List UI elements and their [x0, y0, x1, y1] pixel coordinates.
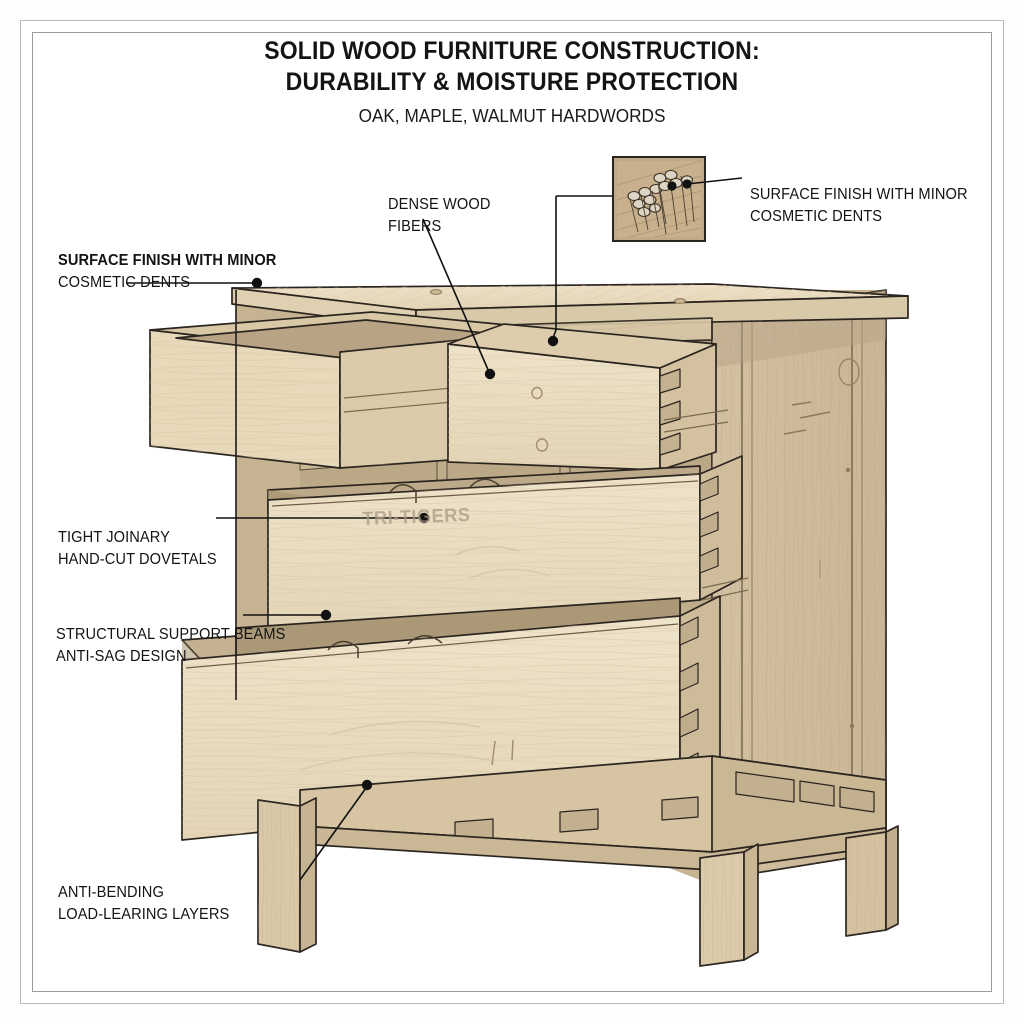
callout-structural-support: STRUCTURAL SUPPORT BEAMS ANTI-SAG DESIGN: [56, 602, 285, 690]
drawer-watermark-text: TRI-TIGERS: [362, 504, 471, 530]
callout-structural-support-line1: STRUCTURAL SUPPORT BEAMS: [56, 626, 286, 643]
callout-anti-bending-line2: LOAD-LEARING LAYERS: [58, 906, 230, 923]
subtitle: OAK, MAPLE, WALMUT HARDWORDS: [358, 105, 666, 126]
callout-tight-joinery: TIGHT JOINARY HAND-CUT DOVETALS: [58, 505, 217, 593]
title-line-1: SOLID WOOD FURNITURE CONSTRUCTION:: [264, 37, 760, 65]
callout-anti-bending: ANTI-BENDING LOAD-LEARING LAYERS: [58, 860, 229, 948]
callout-tight-joinery-line2: HAND-CUT DOVETALS: [58, 551, 217, 568]
callout-surface-finish-left-line1: SURFACE FINISH WITH MINOR: [58, 252, 277, 269]
callout-surface-finish-left: SURFACE FINISH WITH MINOR COSMETIC DENTS: [58, 228, 276, 316]
callout-dense-wood-fibers: DENSE WOOD FIBERS: [388, 172, 490, 260]
callout-surface-finish-left-line2: COSMETIC DENTS: [58, 274, 191, 291]
callout-surface-finish-right-line1: SURFACE FINISH WITH MINOR: [750, 186, 968, 203]
title-line-2: DURABILITY & MOISTURE PROTECTION: [285, 68, 739, 96]
title-block: SOLID WOOD FURNITURE CONSTRUCTION: DURAB…: [0, 36, 1024, 129]
callout-dense-wood-fibers-line1: DENSE WOOD: [388, 196, 491, 213]
callout-anti-bending-line1: ANTI-BENDING: [58, 884, 164, 901]
callout-tight-joinery-line1: TIGHT JOINARY: [58, 529, 170, 546]
wood-fiber-inset: [612, 156, 706, 242]
callout-structural-support-line2: ANTI-SAG DESIGN: [56, 648, 187, 665]
leader-lines: [126, 177, 743, 881]
callout-surface-finish-right: SURFACE FINISH WITH MINOR COSMETIC DENTS: [750, 162, 968, 250]
callout-surface-finish-right-line2: COSMETIC DENTS: [750, 208, 883, 225]
callout-dense-wood-fibers-line2: FIBERS: [388, 218, 442, 235]
